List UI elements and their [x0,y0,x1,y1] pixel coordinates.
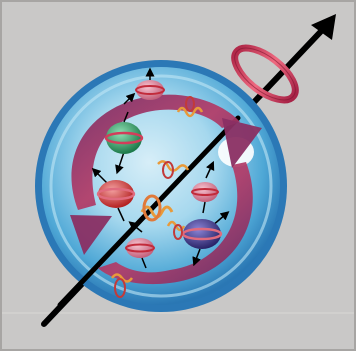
illustration-svg [0,0,356,351]
proton-spin-illustration [0,0,356,351]
